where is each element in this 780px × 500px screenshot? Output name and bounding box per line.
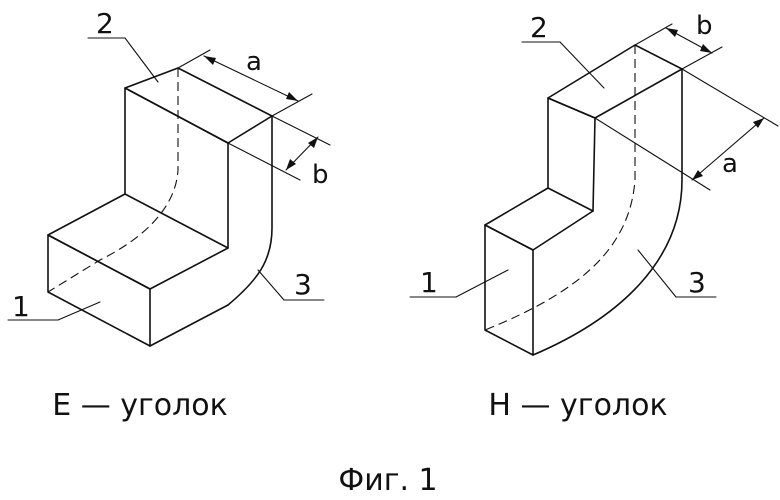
h-bend-dim-b-ext2 [681, 46, 723, 70]
h-bend-dim-b-ext1 [634, 23, 673, 46]
h-bend-curve-edge [532, 68, 683, 356]
e-bend-hidden-edge [47, 68, 179, 293]
e-bend-riser-front [124, 87, 229, 249]
h-bend-dim-a-arrow2 [692, 170, 703, 180]
h-bend-drawing: b a 1 2 3 [409, 11, 779, 356]
h-bend-label-1: 1 [420, 266, 438, 299]
h-bend-caption: H — уголок [488, 388, 667, 423]
e-bend-dim-b-arrow1 [308, 137, 318, 148]
e-bend-label-2: 2 [96, 7, 114, 40]
e-bend-box-front [47, 234, 151, 347]
e-bend-label-3: 3 [294, 268, 312, 301]
h-bend-label-b: b [696, 11, 713, 41]
e-bend-dim-a-arrow1 [204, 56, 216, 65]
e-bend-dim-b-arrow2 [286, 159, 296, 170]
h-bend-dim-a-ext2 [594, 117, 711, 191]
h-bend-dim-b-arrow2 [700, 44, 712, 53]
h-bend-dim-a-arrow1 [753, 118, 764, 128]
h-bend-dim-b-arrow1 [666, 28, 678, 37]
h-bend-dim-a-ext1 [681, 68, 779, 127]
h-bend-label-a: a [722, 149, 738, 179]
h-bend-leader-1-line [455, 269, 509, 298]
e-bend-leader-1-line [57, 301, 101, 321]
e-bend-leader-3-line [257, 269, 285, 301]
e-bend-leader-2-line [124, 37, 159, 83]
h-bend-leader-2-line [559, 41, 605, 89]
e-bend-dim-a-ext2 [271, 93, 313, 117]
e-bend-riser-top [124, 67, 273, 144]
e-bend-dim-a-ext1 [177, 49, 211, 69]
e-bend-box-side [149, 304, 229, 347]
e-bend-drawing: a b 1 2 3 [7, 7, 331, 347]
e-bend-dim-b-ext1 [271, 115, 331, 146]
h-bend-label-3: 3 [688, 266, 706, 299]
e-bend-label-1: 1 [12, 290, 30, 323]
figure-caption: Фиг. 1 [338, 463, 437, 498]
h-bend-leader-3-line [637, 249, 677, 298]
e-bend-dim-a-line [203, 55, 299, 102]
h-bend-box-top [484, 187, 594, 251]
e-bend-label-b: b [312, 160, 329, 190]
h-bend-box-front [484, 224, 534, 356]
h-bend-riser-top [547, 44, 683, 119]
h-bend-label-2: 2 [530, 11, 548, 44]
e-bend-dim-b-ext2 [227, 142, 301, 181]
h-bend-dim-a-line [691, 117, 765, 181]
e-bend-dim-a-arrow2 [286, 92, 298, 101]
e-bend-label-a: a [246, 47, 262, 77]
e-bend-caption: E — уголок [52, 388, 228, 423]
h-bend-hidden-edge [484, 45, 636, 331]
e-bend-curve-edge [227, 115, 273, 306]
